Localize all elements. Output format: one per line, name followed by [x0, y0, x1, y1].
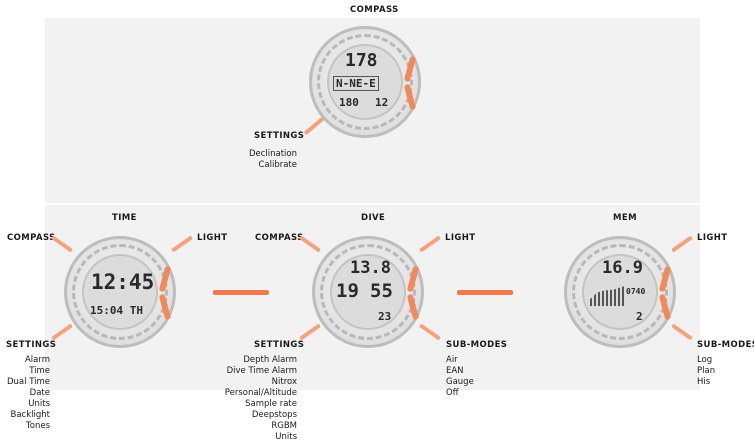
list-item: EAN — [446, 366, 464, 376]
list-item: Alarm — [24, 355, 50, 365]
list-item: Backlight — [10, 410, 50, 420]
list-item: Date — [29, 388, 50, 398]
dive-light-label: LIGHT — [445, 233, 476, 243]
time-light-label: LIGHT — [197, 233, 228, 243]
time-watch: 12:45 15:04 TH — [64, 236, 176, 348]
time-settings-label: SETTINGS — [6, 340, 57, 350]
list-item: Log — [697, 355, 713, 365]
compass-display-main: 178 — [345, 50, 378, 71]
dive-submodes-label: SUB-MODES — [446, 340, 508, 350]
mem-light-label: LIGHT — [697, 233, 728, 243]
time-compass-label: COMPASS — [7, 233, 56, 243]
list-item: Calibrate — [258, 160, 297, 170]
list-item: Off — [446, 388, 459, 398]
dive-settings-list: Depth Alarm Dive Time Alarm Nitrox Perso… — [200, 355, 297, 443]
list-item: Declination — [248, 149, 297, 159]
dive-settings-label: SETTINGS — [254, 340, 305, 350]
dive-display-right: 55 — [370, 280, 393, 302]
time-display-bottom: 15:04 TH — [90, 304, 143, 317]
time-dive-connector — [213, 290, 269, 295]
dive-mode-title: DIVE — [361, 213, 386, 223]
time-display-main: 12:45 — [91, 270, 155, 294]
list-item: Gauge — [446, 377, 474, 387]
list-item: RGBM — [271, 421, 297, 431]
mem-display-main: 16.9 — [602, 258, 643, 278]
time-screen: 12:45 15:04 TH — [82, 254, 158, 330]
list-item: Plan — [697, 366, 716, 376]
list-item: Units — [28, 399, 50, 409]
mem-mode-title: MEM — [613, 213, 637, 223]
compass-mode-title: COMPASS — [350, 5, 399, 15]
compass-settings-label: SETTINGS — [254, 131, 305, 141]
list-item: Dual Time — [6, 377, 50, 387]
mem-profile-graph — [590, 286, 624, 306]
list-item: Nitrox — [271, 377, 297, 387]
mem-display-small: 0740 — [626, 287, 646, 296]
list-item: Dive Time Alarm — [226, 366, 297, 376]
list-item: Tones — [26, 421, 50, 431]
list-item: Deepstops — [251, 410, 297, 420]
list-item: Sample rate — [245, 399, 297, 409]
list-item: Personal/Altitude — [224, 388, 297, 398]
list-item: Time — [29, 366, 50, 376]
list-item: Air — [446, 355, 458, 365]
mem-display-bottom: 2 — [636, 310, 643, 323]
dive-display-main: 13.8 — [350, 258, 391, 278]
list-item: Units — [275, 432, 297, 442]
time-settings-list: Alarm Time Dual Time Date Units Backligh… — [4, 355, 50, 432]
dive-display-bottom: 23 — [378, 310, 392, 323]
compass-settings-list: Declination Calibrate — [230, 149, 297, 171]
mem-submodes-label: SUB-MODES — [697, 340, 754, 350]
compass-display-heading: N-NE-E — [333, 76, 379, 91]
dive-display-left: 19 — [336, 280, 359, 302]
dive-compass-label: COMPASS — [255, 233, 304, 243]
list-item: Depth Alarm — [243, 355, 297, 365]
compass-watch: 178 N-NE-E 180 12 — [309, 26, 421, 138]
compass-display-bottom-right: 12 — [375, 96, 389, 109]
dive-screen: 13.8 19 55 23 — [330, 254, 406, 330]
compass-screen: 178 N-NE-E 180 12 — [327, 44, 403, 120]
mem-screen: 16.9 0740 2 — [582, 254, 658, 330]
compass-display-bottom-left: 180 — [339, 96, 359, 109]
list-item: His — [697, 377, 711, 387]
dive-submodes-list: Air EAN Gauge Off — [446, 355, 474, 399]
dive-mem-connector — [457, 290, 513, 295]
dive-watch: 13.8 19 55 23 — [312, 236, 424, 348]
time-mode-title: TIME — [112, 213, 137, 223]
mem-submodes-list: Log Plan His — [697, 355, 715, 388]
mem-watch: 16.9 0740 2 — [564, 236, 676, 348]
